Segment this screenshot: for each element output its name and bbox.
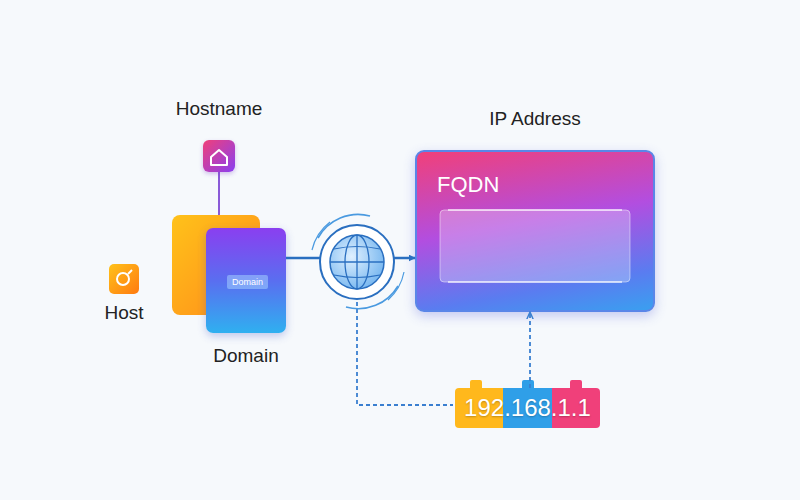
domain-card: DomainDomain	[206, 228, 286, 333]
dashed-lookup-line	[357, 302, 453, 405]
node-label: Hostname	[176, 98, 263, 120]
hostname-icon: Hostname	[203, 140, 235, 172]
ip-blocks: 192.168.1.1	[455, 388, 600, 428]
fqdn-box: IP AddressFQDN	[415, 150, 655, 312]
node-label: FQDN	[437, 172, 499, 198]
fqdn-panel	[440, 210, 630, 282]
node-label: Domain	[213, 345, 278, 367]
node-label: IP Address	[489, 108, 581, 130]
host-icon	[117, 270, 132, 285]
panel-glow	[448, 281, 622, 283]
connector-arrow	[286, 257, 415, 260]
globe-icon	[312, 214, 404, 308]
connector-arrow	[529, 312, 531, 388]
home-icon	[211, 150, 227, 165]
node-label: 192.168.1.1	[464, 394, 591, 422]
node-label: Domain	[227, 275, 268, 289]
panel-glow	[448, 209, 622, 211]
hostname-wire	[218, 172, 220, 215]
node-label: Host	[104, 302, 143, 324]
host-icon-box: Host	[109, 264, 139, 294]
